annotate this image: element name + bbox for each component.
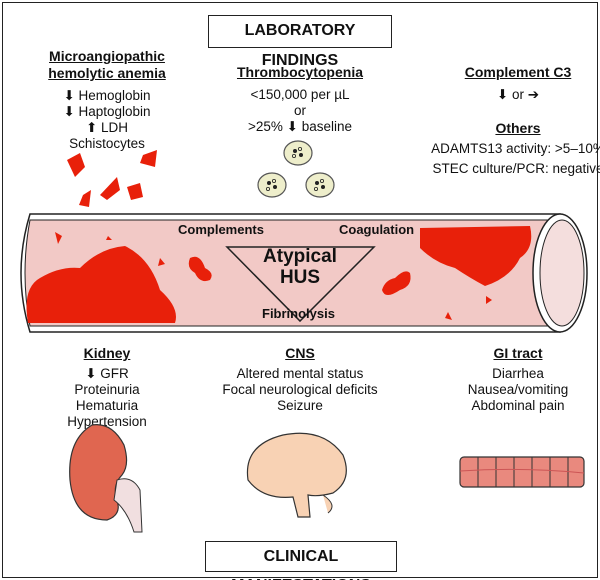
thrombo-item: or	[293, 103, 306, 118]
thrombocytopenia-section: Thrombocytopenia <150,000 per µL or >25%…	[210, 64, 390, 135]
kidney-item: ⬇ GFR	[85, 366, 129, 381]
cns-item: Seizure	[277, 398, 323, 413]
cns-section: CNS Altered mental status Focal neurolog…	[200, 345, 400, 414]
cns-title: CNS	[285, 345, 315, 361]
gi-item: Abdominal pain	[471, 398, 565, 413]
coagulation-label: Coagulation	[339, 222, 415, 237]
fibrinolysis-label: Fibrinolysis	[262, 306, 335, 321]
complements-label: Complements	[178, 222, 264, 237]
others-section: Others ADAMTS13 activity: >5–10% STEC cu…	[408, 120, 600, 179]
maha-item: ⬇ Haptoglobin	[63, 104, 151, 119]
c3-title: Complement C3	[464, 64, 572, 80]
kidney-title: Kidney	[83, 345, 131, 361]
cns-item: Focal neurological deficits	[222, 382, 378, 397]
gi-item: Nausea/vomiting	[467, 382, 569, 397]
kidney-item: Hypertension	[67, 414, 147, 429]
others-item: ADAMTS13 activity: >5–10%	[431, 141, 600, 156]
blood-vessel-illustration	[20, 213, 588, 333]
maha-item: Schistocytes	[69, 136, 145, 151]
maha-title: Microangiopathic	[49, 48, 165, 64]
kidney-item: Hematuria	[75, 398, 139, 413]
atypical-hus-line: Atypical	[263, 246, 337, 267]
kidney-section: Kidney ⬇ GFR Proteinuria Hematuria Hyper…	[27, 345, 187, 430]
gi-tract-illustration	[459, 456, 585, 488]
thrombo-item: >25% ⬇ baseline	[247, 119, 352, 134]
others-item: STEC culture/PCR: negative	[432, 161, 600, 176]
atypical-hus-line: HUS	[279, 267, 321, 288]
gi-item: Diarrhea	[492, 366, 544, 381]
brain-illustration	[246, 432, 347, 518]
maha-title: hemolytic anemia	[48, 65, 166, 81]
thrombo-item: <150,000 per µL	[250, 87, 350, 102]
kidney-illustration	[69, 424, 143, 533]
others-title: Others	[495, 120, 541, 136]
maha-item: ⬆ LDH	[85, 120, 129, 135]
clinical-manifestations-title: CLINICAL MANIFESTATIONS	[205, 541, 397, 580]
atypical-hus-label: Atypical HUS	[250, 246, 350, 288]
kidney-item: Proteinuria	[74, 382, 140, 397]
gi-section: GI tract Diarrhea Nausea/vomiting Abdomi…	[428, 345, 600, 414]
complement-c3-section: Complement C3 ⬇ or ➔	[418, 64, 600, 103]
maha-item: ⬇ Hemoglobin	[63, 88, 151, 103]
schistocytes-illustration	[67, 150, 157, 207]
platelets-illustration	[257, 140, 335, 198]
cns-item: Altered mental status	[236, 366, 364, 381]
laboratory-findings-title: LABORATORY FINDINGS	[208, 15, 392, 69]
c3-item: ⬇ or ➔	[496, 87, 540, 102]
thrombo-title: Thrombocytopenia	[236, 64, 363, 80]
gi-title: GI tract	[493, 345, 543, 361]
